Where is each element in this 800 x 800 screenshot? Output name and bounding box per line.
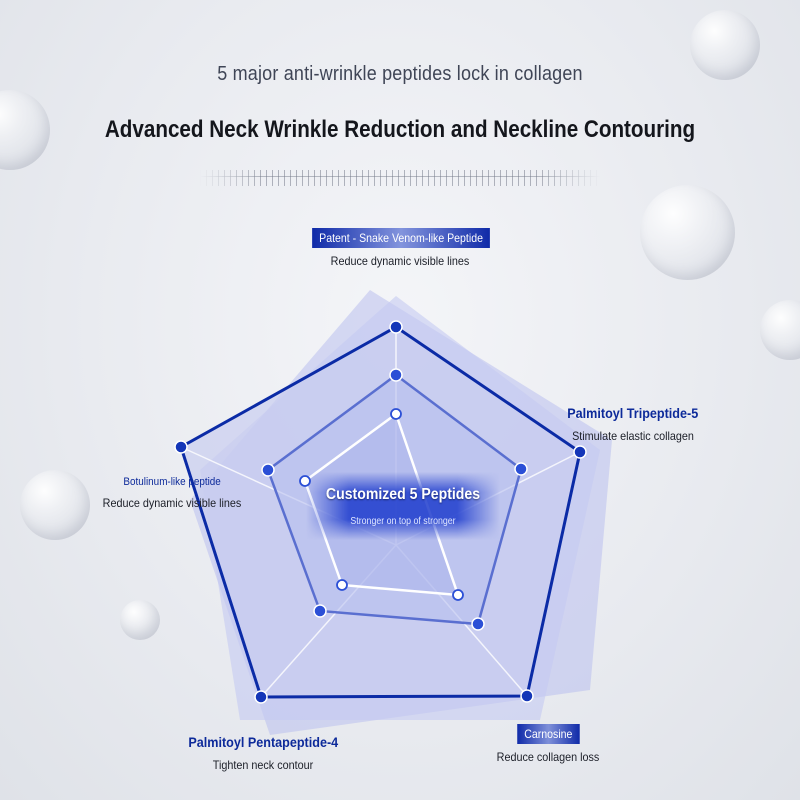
peptide-label-right: Palmitoyl Tripeptide-5 Stimulate elastic… [548,405,718,443]
radar-point [261,463,275,477]
radar-point [254,690,268,704]
center-subtitle: Stronger on top of stronger [350,516,456,527]
center-title: Customized 5 Peptides [325,486,481,503]
peptide-name: Palmitoyl Pentapeptide-4 [188,734,338,750]
peptide-name: Patent - Snake Venom-like Peptide [312,228,490,248]
radar-point [174,440,188,454]
peptide-benefit: Stimulate elastic collagen [572,429,694,443]
center-highlight-band [306,472,500,540]
radar-point [389,320,403,334]
water-bubble-decoration [690,10,760,80]
peptide-benefit: Tighten neck contour [212,758,314,772]
peptide-name: Botulinum-like peptide [123,476,221,488]
radar-point [389,368,403,382]
water-bubble-decoration [20,470,90,540]
radar-point [313,604,327,618]
radar-point [520,689,534,703]
peptide-name: Carnosine [516,724,580,744]
peptide-benefit: Reduce collagen loss [496,750,600,764]
peptide-benefit: Reduce dynamic visible lines [102,496,242,510]
header-subtitle: 5 major anti-wrinkle peptides lock in co… [217,63,583,85]
radar-point [471,617,485,631]
peptide-name: Palmitoyl Tripeptide-5 [567,405,699,421]
peptide-label-left: Botulinum-like peptide Reduce dynamic vi… [92,472,252,510]
radar-point [390,408,402,420]
water-bubble-decoration [640,185,735,280]
radar-point [452,589,464,601]
decorative-ruler [200,170,600,186]
radar-point [573,445,587,459]
peptide-label-bottom-right: Carnosine Reduce collagen loss [478,724,618,764]
radar-point [514,462,528,476]
peptide-benefit: Reduce dynamic visible lines [330,254,470,268]
water-bubble-decoration [760,300,800,360]
water-bubble-decoration [120,600,160,640]
page-title: Advanced Neck Wrinkle Reduction and Neck… [104,116,696,143]
peptide-label-bottom-left: Palmitoyl Pentapeptide-4 Tighten neck co… [178,734,348,772]
peptide-label-top: Patent - Snake Venom-like Peptide Reduce… [300,228,500,268]
radar-point [336,579,348,591]
